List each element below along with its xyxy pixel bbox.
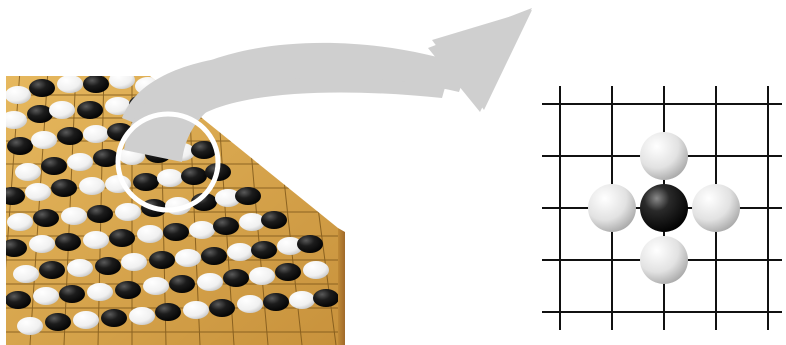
white-stone	[137, 225, 163, 243]
white-stone	[143, 277, 169, 295]
white-stone	[67, 153, 93, 171]
black-stone	[275, 263, 301, 281]
black-stone	[133, 173, 159, 191]
white-stone	[83, 125, 109, 143]
black-stone	[51, 179, 77, 197]
black-stone	[101, 309, 127, 327]
black-stone	[235, 187, 261, 205]
white-stone	[29, 235, 55, 253]
white-stone	[189, 221, 215, 239]
diagram-stones	[588, 132, 740, 284]
black-stone	[149, 251, 175, 269]
black-stone	[41, 157, 67, 175]
black-stone	[223, 269, 249, 287]
black-stone	[83, 76, 109, 93]
black-stone	[297, 235, 323, 253]
white-stone	[33, 287, 59, 305]
black-stone	[163, 223, 189, 241]
white-stone	[73, 311, 99, 329]
white-stone	[15, 163, 41, 181]
black-stone	[155, 303, 181, 321]
white-stone	[105, 97, 131, 115]
black-stone	[87, 205, 113, 223]
black-stone	[191, 193, 217, 211]
black-stone	[251, 241, 277, 259]
black-stone	[95, 257, 121, 275]
diagram-grid	[542, 86, 782, 330]
black-stone	[77, 101, 103, 119]
black-stone	[7, 137, 33, 155]
black-stone	[45, 313, 71, 331]
zoom-arrow-body	[124, 42, 468, 162]
black-stone	[109, 229, 135, 247]
black-stone	[33, 209, 59, 227]
white-stone	[79, 177, 105, 195]
black-stone	[39, 261, 65, 279]
white-stone	[157, 169, 183, 187]
black-stone	[263, 293, 289, 311]
white-stone	[197, 273, 223, 291]
white-stone	[109, 76, 135, 89]
black-stone	[261, 211, 287, 229]
white-stone	[289, 291, 315, 309]
white-stone	[227, 243, 253, 261]
white-stone	[588, 184, 636, 232]
white-stone	[239, 213, 265, 231]
white-stone	[215, 189, 241, 207]
black-stone	[93, 149, 119, 167]
black-stone	[209, 299, 235, 317]
black-stone	[6, 187, 25, 205]
black-stone	[313, 289, 338, 307]
white-stone	[61, 207, 87, 225]
white-stone	[49, 101, 75, 119]
black-stone	[115, 281, 141, 299]
white-stone	[25, 183, 51, 201]
black-stone	[29, 79, 55, 97]
white-stone	[640, 236, 688, 284]
captured-black-stone	[640, 184, 688, 232]
black-stone	[169, 275, 195, 293]
white-stone	[67, 259, 93, 277]
white-stone	[249, 267, 275, 285]
white-stone	[83, 231, 109, 249]
white-stone	[121, 253, 147, 271]
white-stone	[129, 307, 155, 325]
black-stone	[213, 217, 239, 235]
white-stone	[6, 111, 27, 129]
white-stone	[17, 317, 43, 335]
white-stone	[692, 184, 740, 232]
white-stone	[175, 249, 201, 267]
white-stone	[13, 265, 39, 283]
black-stone	[6, 291, 31, 309]
white-stone	[183, 301, 209, 319]
white-stone	[115, 203, 141, 221]
white-stone	[7, 213, 33, 231]
white-stone	[277, 237, 303, 255]
black-stone	[57, 127, 83, 145]
board-right-edge	[338, 228, 345, 345]
white-stone	[6, 86, 31, 104]
white-stone	[303, 261, 329, 279]
board-stones	[6, 76, 338, 335]
capture-diagram	[542, 86, 782, 330]
black-stone	[191, 141, 217, 159]
white-stone	[57, 76, 83, 93]
zoom-arrow-head	[432, 10, 532, 110]
go-board-photo	[6, 76, 345, 345]
black-stone	[181, 167, 207, 185]
white-stone	[237, 295, 263, 313]
black-stone	[201, 247, 227, 265]
black-stone	[6, 239, 27, 257]
white-stone	[87, 283, 113, 301]
black-stone	[27, 105, 53, 123]
black-stone	[55, 233, 81, 251]
black-stone	[59, 285, 85, 303]
white-stone	[640, 132, 688, 180]
white-stone	[31, 131, 57, 149]
magnifier-circle	[115, 111, 221, 213]
